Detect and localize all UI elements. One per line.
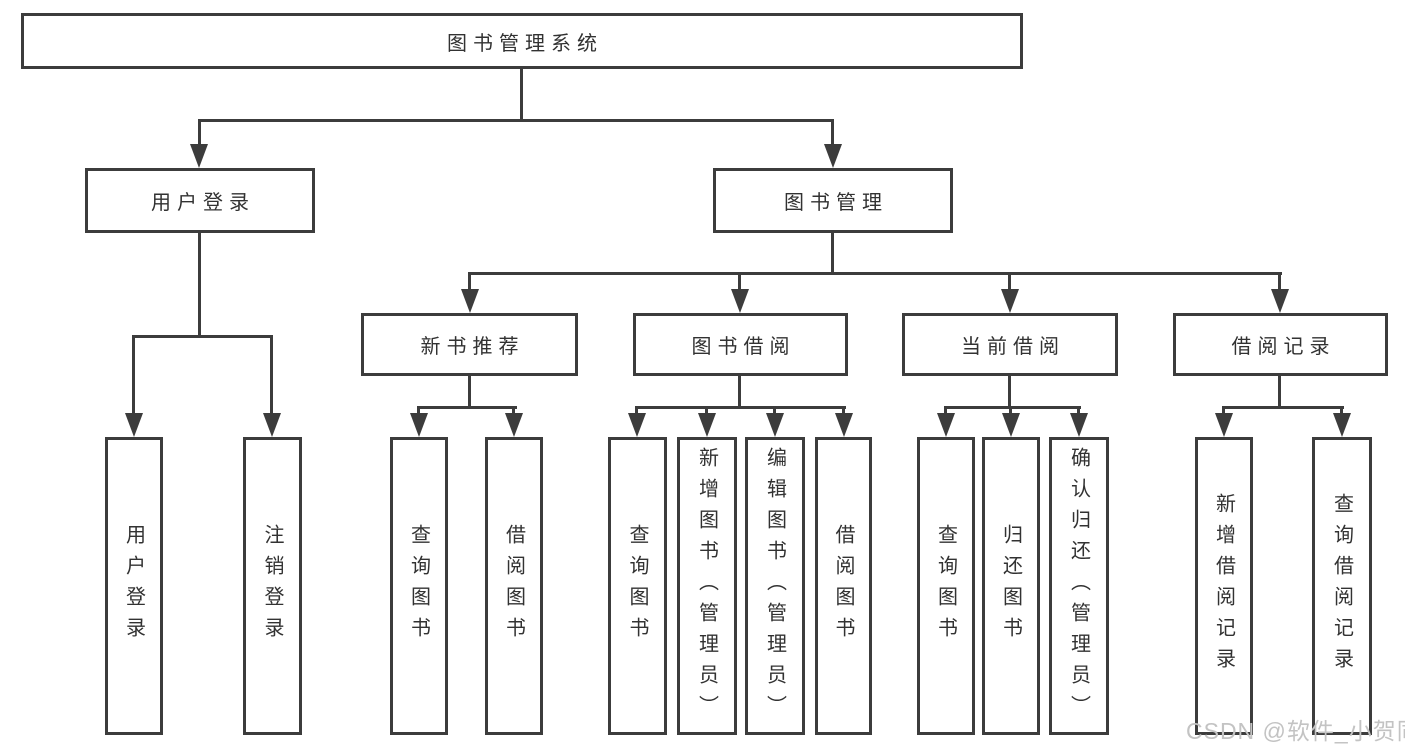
connector-arrow [698,413,716,437]
connector-arrow [824,144,842,168]
node-borrowing-records: 借阅记录 [1173,313,1388,376]
connector-line [1340,406,1343,413]
connector-arrow [1070,413,1088,437]
connector-line [132,335,135,413]
node-current-borrowing: 当前借阅 [902,313,1118,376]
node-book-borrowing: 图书借阅 [633,313,848,376]
connector-line [198,233,201,335]
connector-line [831,119,834,146]
connector-arrow [505,413,523,437]
connector-line [635,406,846,409]
node-label: 图书管理 [784,192,888,214]
connector-line [738,272,741,289]
node-new-book-recommend: 新书推荐 [361,313,578,376]
connector-arrow [263,413,281,437]
connector-line [1222,406,1225,413]
node-label: 新书推荐 [420,336,525,358]
connector-arrow [1215,413,1233,437]
node-label: 查询图书 [934,524,957,648]
node-book-management: 图书管理 [713,168,953,233]
node-label: 查询借阅记录 [1330,493,1353,679]
leaf-edit-book-admin: 编辑图书（管理员） [745,437,805,735]
connector-line [520,69,523,119]
leaf-logout: 注销登录 [243,437,302,735]
node-label: 确认归还（管理员） [1067,446,1090,726]
connector-arrow [937,413,955,437]
connector-line [738,376,741,406]
connector-arrow [410,413,428,437]
connector-arrow [766,413,784,437]
connector-line [468,376,471,406]
node-label: 查询图书 [626,524,648,648]
connector-line [270,335,273,413]
leaf-add-book-admin: 新增图书（管理员） [677,437,737,735]
leaf-query-books-recommend: 查询图书 [390,437,448,735]
connector-line [132,335,273,338]
connector-arrow [1001,289,1019,313]
connector-arrow [190,144,208,168]
connector-line [831,233,834,272]
leaf-query-books-borrowing: 查询图书 [608,437,667,735]
node-label: 注销登录 [261,524,283,648]
connector-line [1222,406,1344,409]
leaf-return-books: 归还图书 [982,437,1040,735]
node-user-login: 用户登录 [85,168,315,233]
connector-arrow [1333,413,1351,437]
connector-line [635,406,638,413]
connector-line [417,406,517,409]
node-label: 用户登录 [122,524,145,648]
connector-line [1008,376,1011,406]
node-label: 借阅图书 [832,524,854,648]
connector-line [417,406,420,413]
connector-arrow [731,289,749,313]
connector-line [198,119,834,122]
connector-line [512,406,515,413]
connector-arrow [835,413,853,437]
node-label: 借阅图书 [502,524,525,648]
connector-line [1008,272,1011,289]
node-label: 新增借阅记录 [1212,493,1235,679]
leaf-add-borrow-record: 新增借阅记录 [1195,437,1253,735]
connector-arrow [461,289,479,313]
connector-arrow [1002,413,1020,437]
connector-line [1009,406,1012,413]
leaf-user-login: 用户登录 [105,437,163,735]
node-label: 图书借阅 [691,336,796,358]
node-library-system: 图书管理系统 [21,13,1023,69]
node-label: 借阅记录 [1231,336,1336,358]
node-label: 图书管理系统 [447,32,603,55]
leaf-confirm-return-admin: 确认归还（管理员） [1049,437,1109,735]
node-label: 查询图书 [407,524,430,648]
connector-line [944,406,947,413]
leaf-query-books-current: 查询图书 [917,437,975,735]
node-label: 用户登录 [151,192,255,214]
watermark: CSDN @软件_小贺同学 [1186,718,1405,744]
connector-line [705,406,708,413]
node-label: 当前借阅 [961,336,1065,358]
connector-line [198,119,201,146]
connector-line [773,406,776,413]
leaf-borrow-books: 借阅图书 [815,437,872,735]
leaf-borrow-books-recommend: 借阅图书 [485,437,543,735]
connector-line [1077,406,1080,413]
leaf-query-borrow-record: 查询借阅记录 [1312,437,1372,735]
node-label: 编辑图书（管理员） [763,446,786,726]
connector-arrow [628,413,646,437]
connector-line [842,406,845,413]
connector-line [468,272,471,289]
connector-line [1278,376,1281,406]
node-label: 归还图书 [999,524,1022,648]
connector-line [944,406,1081,409]
connector-line [1278,272,1281,289]
node-label: 新增图书（管理员） [695,446,718,726]
connector-arrow [1271,289,1289,313]
connector-line [468,272,1282,275]
connector-arrow [125,413,143,437]
